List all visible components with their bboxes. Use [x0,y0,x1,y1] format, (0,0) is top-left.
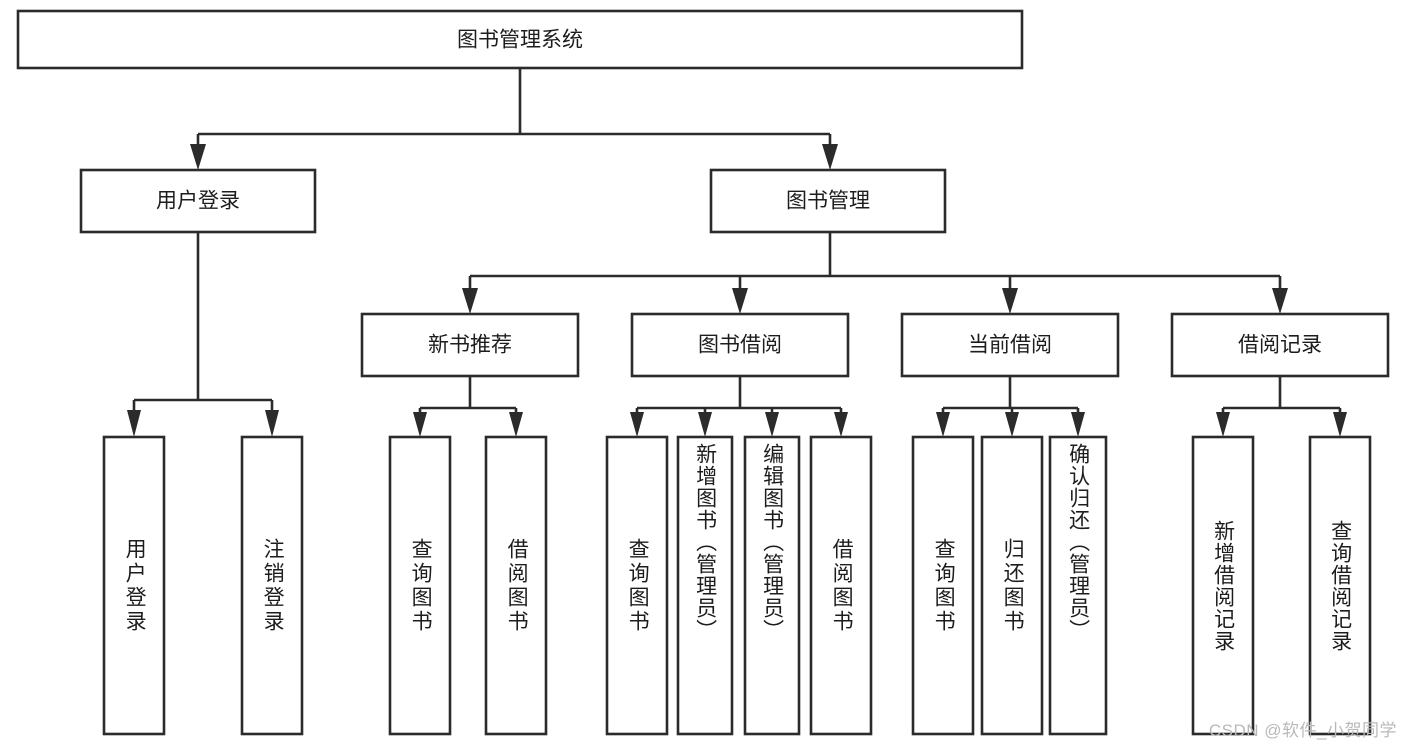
arrowhead-borrow-record [1272,288,1288,314]
node-book-borrow-label: 图书借阅 [698,334,782,357]
leaf-boxes-group [102,435,1372,736]
leaf-return-book-box[interactable] [980,435,1044,736]
node-book-borrow[interactable]: 图书借阅 [630,312,850,378]
connector-group-current-borrow-to-leaves [936,376,1085,437]
arrowhead-leaf-borrow-book-2 [834,412,848,437]
leaf-query-record-label: 查询借阅记录 [1328,519,1352,652]
arrowhead-leaf-return-book [1005,412,1019,437]
arrowhead-leaf-query-record [1333,412,1347,437]
leaf-query-book-3-box[interactable] [911,435,975,736]
connector-group-borrow-record-to-leaves [1216,376,1347,437]
leaf-user-login-label: 用户登录 [123,537,147,634]
node-new-book-rec-label: 新书推荐 [428,334,512,357]
leaf-logout-label: 注销登录 [261,537,285,634]
leaf-return-book-label: 归还图书 [1001,537,1025,634]
leaf-borrow-book-1-box[interactable] [484,435,548,736]
arrowhead-leaf-query-book-1 [413,412,427,437]
connector-group-root-to-level1 [190,68,838,170]
node-current-borrow[interactable]: 当前借阅 [900,312,1120,378]
node-user-login[interactable]: 用户登录 [79,168,317,234]
arrowhead-leaf-query-book-3 [936,412,950,437]
node-book-manage[interactable]: 图书管理 [709,168,947,234]
arrowhead-book-manage [822,144,838,170]
leaf-query-book-2-box[interactable] [605,435,669,736]
leaf-confirm-return-label: 确认归还（管理员） [1066,443,1090,641]
leaf-edit-book-box[interactable] [743,435,801,736]
node-borrow-record-label: 借阅记录 [1238,334,1322,357]
leaf-query-book-1-box[interactable] [388,435,452,736]
connector-group-book-manage-to-level2 [462,232,1288,314]
node-borrow-record-box[interactable] [1170,312,1390,378]
arrowhead-book-borrow [732,288,748,314]
arrowhead-current-borrow [1002,288,1018,314]
leaf-borrow-book-2-label: 借阅图书 [830,537,854,634]
leaf-query-book-1-label: 查询图书 [409,537,433,634]
node-root-box[interactable] [16,9,1024,70]
arrowhead-leaf-add-record [1216,412,1230,437]
leaf-add-book-label: 新增图书（管理员） [693,443,717,641]
node-user-login-label: 用户登录 [156,190,240,213]
connector-group-book-borrow-to-leaves [630,376,848,437]
leaf-logout-box[interactable] [240,435,304,736]
connector-group-user-login-to-leaves [127,232,279,437]
arrowhead-leaf-user-login [127,410,141,437]
node-current-borrow-label: 当前借阅 [968,334,1052,357]
arrowhead-leaf-add-book [698,412,712,437]
leaf-borrow-book-1-label: 借阅图书 [505,537,529,634]
leaf-add-record-label: 新增借阅记录 [1211,519,1235,652]
leaf-add-book-box[interactable] [676,435,734,736]
node-user-login-box[interactable] [79,168,317,234]
arrowhead-leaf-query-book-2 [630,412,644,437]
node-current-borrow-box[interactable] [900,312,1120,378]
arrowhead-leaf-logout [265,410,279,437]
connector-group-new-book-rec-to-leaves [413,376,523,437]
node-root-label: 图书管理系统 [457,29,583,52]
leaf-query-record-box[interactable] [1308,435,1372,736]
node-new-book-rec[interactable]: 新书推荐 [360,312,580,378]
arrowhead-leaf-edit-book [765,412,779,437]
node-root[interactable]: 图书管理系统 [16,9,1024,70]
arrowhead-leaf-confirm-return [1071,412,1085,437]
watermark-text: CSDN @软件_小贺同学 [1208,721,1397,740]
leaf-confirm-return-box[interactable] [1048,435,1108,736]
node-new-book-rec-box[interactable] [360,312,580,378]
arrowhead-leaf-borrow-book-1 [509,412,523,437]
leaf-query-book-3-label: 查询图书 [932,537,956,634]
arrowhead-user-login [190,144,206,170]
leaf-query-book-2-label: 查询图书 [626,537,650,634]
node-book-borrow-box[interactable] [630,312,850,378]
leaf-borrow-book-2-box[interactable] [809,435,873,736]
node-borrow-record[interactable]: 借阅记录 [1170,312,1390,378]
leaf-add-record-box[interactable] [1191,435,1255,736]
leaf-edit-book-label: 编辑图书（管理员） [760,443,784,641]
leaf-user-login-box[interactable] [102,435,166,736]
node-book-manage-label: 图书管理 [786,190,870,213]
arrowhead-new-book-rec [462,288,478,314]
node-book-manage-box[interactable] [709,168,947,234]
